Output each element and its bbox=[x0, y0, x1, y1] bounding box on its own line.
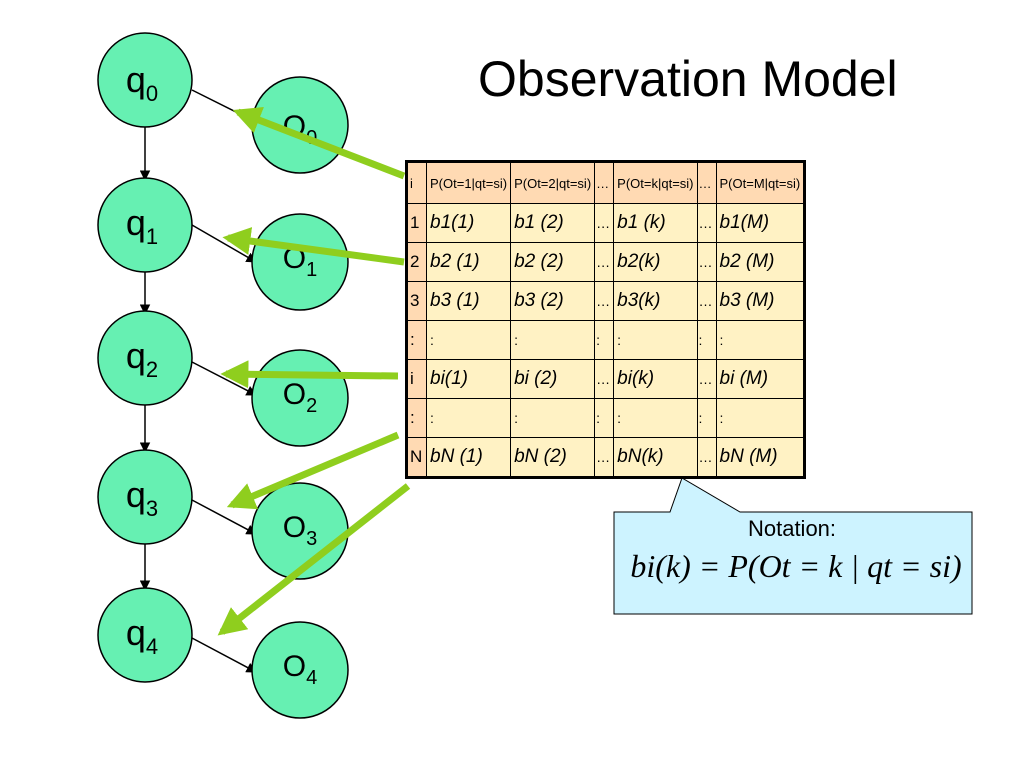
table-row: 3 b3 (1) b3 (2) … b3(k) … b3 (M) bbox=[406, 281, 806, 321]
table-row: 1 b1(1) b1 (2) … b1 (k) … b1(M) bbox=[406, 203, 806, 243]
observation-node-3: O3 bbox=[251, 482, 349, 580]
cell: : bbox=[613, 320, 698, 360]
state-node-3: q3 bbox=[97, 449, 193, 545]
row-index: 2 bbox=[406, 242, 427, 282]
observation-node-4: O4 bbox=[251, 621, 349, 719]
cell-ellipsis: … bbox=[696, 281, 717, 321]
observation-node-2: O2 bbox=[251, 349, 349, 447]
table-row: 2 b2 (1) b2 (2) … b2(k) … b2 (M) bbox=[406, 242, 806, 282]
cell: bN (1) bbox=[425, 437, 512, 478]
row-index: : bbox=[406, 320, 427, 360]
cell-ellipsis: … bbox=[594, 242, 615, 282]
header-col-m: P(Ot=M|qt=si) bbox=[715, 161, 806, 204]
header-ellipsis-2: … bbox=[696, 161, 717, 204]
cell-ellipsis: : bbox=[696, 320, 717, 360]
header-col-1: P(Ot=1|qt=si) bbox=[425, 161, 512, 204]
svg-text:q3: q3 bbox=[126, 474, 158, 521]
cell-ellipsis: : bbox=[696, 398, 717, 438]
cell: : bbox=[425, 398, 512, 438]
row-index: : bbox=[406, 398, 427, 438]
pointer-arrow-row-n bbox=[217, 483, 411, 636]
observation-matrix: i P(Ot=1|qt=si) P(Ot=2|qt=si) … P(Ot=k|q… bbox=[405, 160, 807, 479]
header-col-k: P(Ot=k|qt=si) bbox=[613, 161, 698, 204]
notation-callout bbox=[613, 477, 973, 615]
cell-ellipsis: … bbox=[594, 203, 615, 243]
state-node-0: q0 bbox=[97, 32, 193, 128]
table-header-row: i P(Ot=1|qt=si) P(Ot=2|qt=si) … P(Ot=k|q… bbox=[406, 161, 806, 204]
cell: b1(M) bbox=[715, 203, 806, 243]
svg-text:q2: q2 bbox=[126, 335, 158, 382]
emission-arrow-3 bbox=[191, 499, 257, 535]
cell: bi(k) bbox=[613, 359, 698, 399]
cell: bN (2) bbox=[510, 437, 596, 478]
table-row: i bi(1) bi (2) … bi(k) … bi (M) bbox=[406, 359, 806, 399]
pointer-arrow-row-colon bbox=[226, 431, 400, 510]
svg-text:q0: q0 bbox=[126, 59, 158, 106]
svg-text:O4: O4 bbox=[283, 650, 317, 689]
notation-formula: bi(k) = P(Ot = k | qt = si) bbox=[630, 548, 962, 584]
cell: : bbox=[715, 398, 806, 438]
emission-arrow-4 bbox=[191, 637, 257, 673]
svg-text:O3: O3 bbox=[283, 511, 317, 550]
cell: : bbox=[510, 398, 596, 438]
header-col-2: P(Ot=2|qt=si) bbox=[510, 161, 596, 204]
cell: bN(k) bbox=[613, 437, 698, 478]
cell-ellipsis: : bbox=[594, 398, 615, 438]
state-node-4: q4 bbox=[97, 587, 193, 683]
cell: bi (2) bbox=[510, 359, 596, 399]
cell-ellipsis: … bbox=[696, 359, 717, 399]
cell-ellipsis: … bbox=[696, 203, 717, 243]
svg-text:O2: O2 bbox=[283, 378, 317, 417]
cell-ellipsis: … bbox=[696, 437, 717, 478]
row-index: 1 bbox=[406, 203, 427, 243]
pointer-arrow-row-1 bbox=[222, 227, 405, 266]
cell: b2(k) bbox=[613, 242, 698, 282]
svg-text:q4: q4 bbox=[126, 612, 158, 659]
slide-title: Observation Model bbox=[478, 51, 898, 107]
cell: b1(1) bbox=[425, 203, 512, 243]
cell: b3 (2) bbox=[510, 281, 596, 321]
cell: b3(k) bbox=[613, 281, 698, 321]
cell: b3 (M) bbox=[715, 281, 806, 321]
cell: bi (M) bbox=[715, 359, 806, 399]
emission-arrow-2 bbox=[191, 361, 257, 396]
cell-ellipsis: : bbox=[594, 320, 615, 360]
cell: : bbox=[510, 320, 596, 360]
cell: : bbox=[613, 398, 698, 438]
cell: b2 (2) bbox=[510, 242, 596, 282]
table-row: : : : : : : : bbox=[406, 320, 806, 360]
header-index: i bbox=[406, 161, 427, 204]
cell-ellipsis: … bbox=[696, 242, 717, 282]
state-node-1: q1 bbox=[97, 177, 193, 273]
row-index: N bbox=[406, 437, 427, 478]
header-ellipsis-1: … bbox=[594, 161, 615, 204]
cell: bN (M) bbox=[715, 437, 806, 478]
table-row: : : : : : : : bbox=[406, 398, 806, 438]
svg-text:q1: q1 bbox=[126, 202, 158, 249]
cell: b1 (2) bbox=[510, 203, 596, 243]
cell-ellipsis: … bbox=[594, 437, 615, 478]
cell: : bbox=[715, 320, 806, 360]
cell: bi(1) bbox=[425, 359, 512, 399]
cell: : bbox=[425, 320, 512, 360]
cell: b1 (k) bbox=[613, 203, 698, 243]
state-node-2: q2 bbox=[97, 310, 193, 406]
notation-label: Notation: bbox=[747, 516, 837, 541]
table-row: N bN (1) bN (2) … bN(k) … bN (M) bbox=[406, 437, 806, 478]
cell-ellipsis: … bbox=[594, 359, 615, 399]
row-index: 3 bbox=[406, 281, 427, 321]
pointer-arrow-row-i bbox=[220, 360, 399, 389]
cell: b2 (1) bbox=[425, 242, 512, 282]
pointer-arrow-row-header bbox=[232, 106, 406, 180]
row-index: i bbox=[406, 359, 427, 399]
cell: b3 (1) bbox=[425, 281, 512, 321]
cell-ellipsis: … bbox=[594, 281, 615, 321]
cell: b2 (M) bbox=[715, 242, 806, 282]
observation-node-1: O1 bbox=[251, 213, 349, 311]
